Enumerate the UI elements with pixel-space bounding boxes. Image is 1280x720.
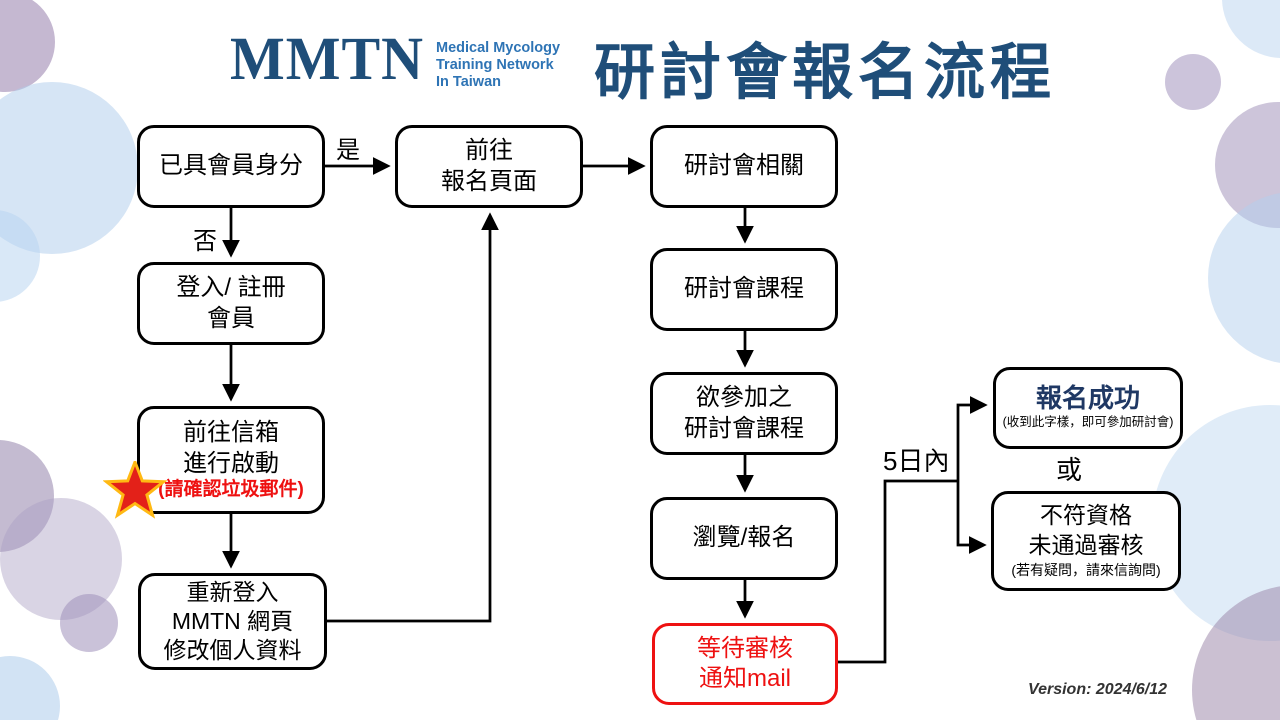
flow-node-seminar-related: 研討會相關 — [650, 125, 838, 208]
flow-node-relogin: 重新登入 MMTN 網頁 修改個人資料 — [138, 573, 327, 670]
node-line: 前往信箱 — [183, 419, 279, 447]
logo-subtitle-line: Medical Mycology — [436, 40, 561, 56]
flow-node-wait-review: 等待審核 通知mail — [652, 623, 838, 705]
edge-label-yes: 是 — [336, 137, 360, 164]
node-line: 前往 — [465, 137, 513, 165]
node-line: MMTN 網頁 — [171, 607, 294, 634]
version-text: Version: 2024/6/12 — [1028, 681, 1168, 698]
logo-subtitle-line: In Taiwan — [436, 74, 501, 91]
rejected-note: (若有疑問，請來信詢問) — [1011, 561, 1161, 578]
node-line: 研討會課程 — [684, 275, 804, 303]
edge-wait-to-branch — [838, 479, 958, 664]
flow-node-goto-registration: 前往 報名頁面 — [395, 125, 583, 208]
node-line: 不符資格 — [1040, 502, 1132, 529]
edge-label-or: 或 — [1056, 455, 1083, 485]
flow-node-activate-mailbox: 前往信箱 進行啟動 (請確認垃圾郵件) — [137, 406, 325, 514]
node-line: 瀏覽/報名 — [692, 524, 796, 552]
mmtn-logo-wordmark: MMTN — [230, 24, 425, 93]
edge-branch-to-rejected — [956, 481, 987, 554]
node-line: 欲參加之 — [696, 384, 792, 412]
node-line: 研討會課程 — [684, 414, 804, 442]
flow-node-desired-courses: 欲參加之 研討會課程 — [650, 372, 838, 455]
node-line: 修改個人資料 — [163, 637, 302, 664]
edge-relogin-to-goto — [327, 212, 499, 623]
node-line: 報名頁面 — [441, 167, 537, 195]
node-line: 會員 — [207, 304, 255, 332]
edge-label-within-5-days: 5日內 — [883, 446, 950, 476]
success-title: 報名成功 — [1035, 383, 1140, 414]
edge-branch-to-success — [956, 396, 988, 481]
node-line: 等待審核 — [697, 634, 793, 662]
flow-node-seminar-courses: 研討會課程 — [650, 248, 838, 331]
node-line: 進行啟動 — [183, 449, 279, 477]
flow-node-not-qualified: 不符資格 未通過審核 (若有疑問，請來信詢問) — [991, 491, 1181, 591]
star-icon — [103, 461, 167, 519]
node-line: 重新登入 — [186, 578, 279, 605]
decor-circle — [1165, 54, 1221, 110]
node-line: 已具會員身分 — [159, 152, 303, 180]
flow-node-browse-register: 瀏覽/報名 — [650, 497, 838, 580]
mmtn-logo-subtitle: Medical Mycology Training Network In Tai… — [436, 40, 576, 91]
flow-node-member-check: 已具會員身分 — [137, 125, 325, 208]
node-line: 登入/ 註冊 — [176, 274, 286, 302]
flow-node-login-register: 登入/ 註冊 會員 — [137, 262, 325, 345]
spam-warning-note: (請確認垃圾郵件) — [158, 479, 304, 501]
page-title: 研討會報名流程 — [594, 38, 1057, 106]
flow-node-register-success: 報名成功 (收到此字樣，即可參加研討會) — [993, 367, 1183, 449]
node-line: 通知mail — [698, 665, 791, 692]
decor-circle — [60, 594, 118, 652]
edge-label-no: 否 — [193, 228, 217, 255]
node-line: 未通過審核 — [1028, 531, 1144, 558]
logo-subtitle-line: Training Network — [436, 57, 554, 74]
success-note: (收到此字樣，即可參加研討會) — [1002, 415, 1174, 430]
node-line: 研討會相關 — [684, 152, 804, 180]
